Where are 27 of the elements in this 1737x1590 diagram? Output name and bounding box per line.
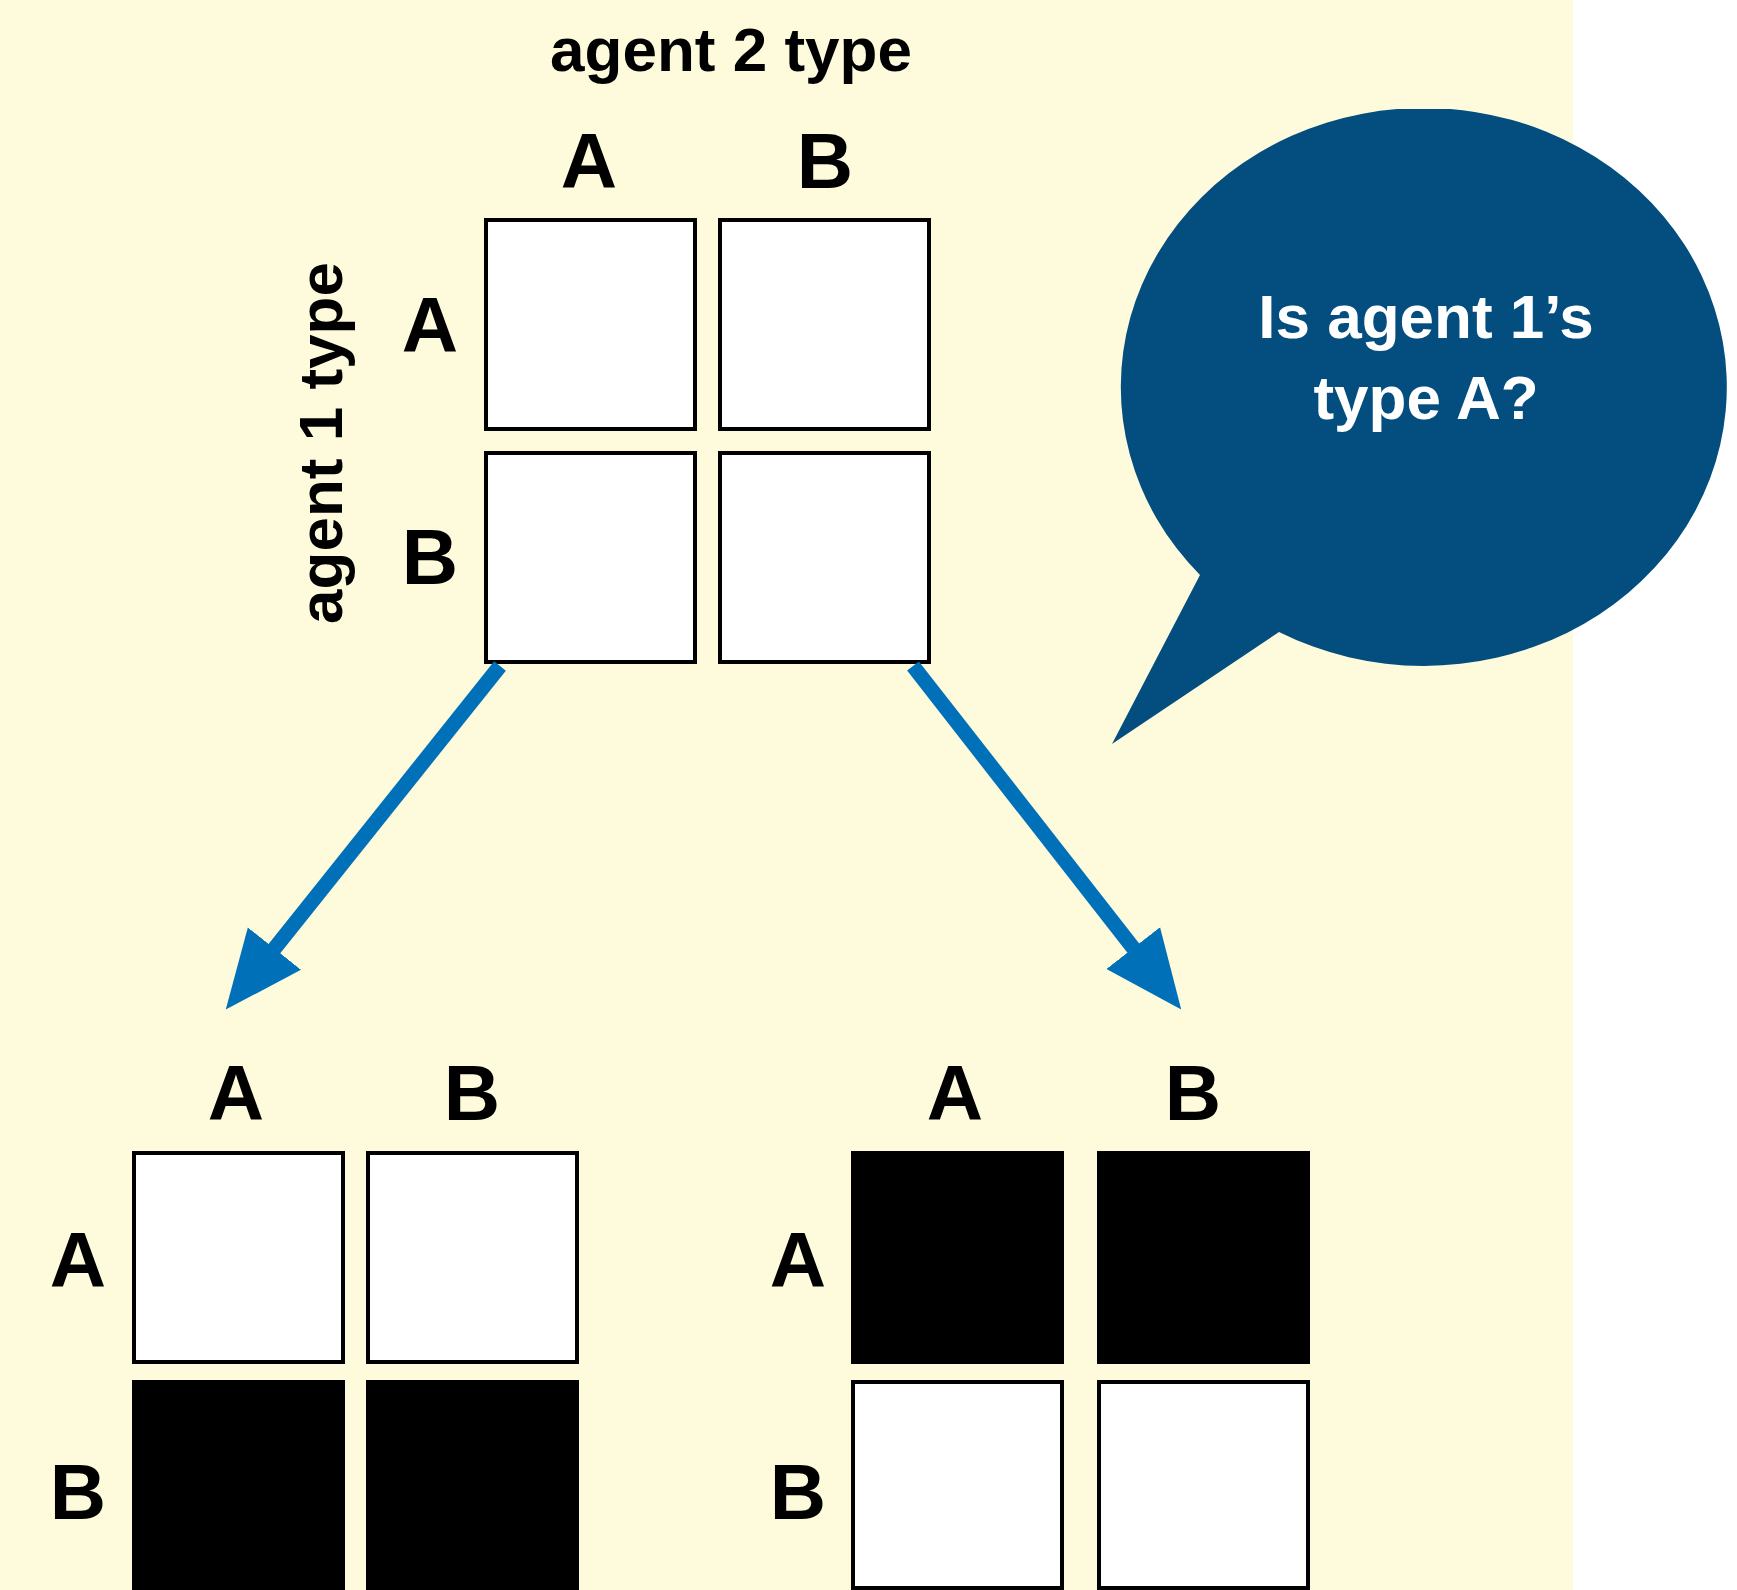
column-label: A — [926, 1054, 984, 1132]
bubble-text: Is agent 1’s type A? — [1257, 281, 1595, 434]
column-label: B — [796, 122, 854, 200]
filled-cell — [366, 1380, 579, 1590]
row-label: B — [769, 1453, 827, 1531]
empty-cell — [1097, 1380, 1310, 1590]
empty-cell — [484, 218, 697, 431]
row-label: A — [769, 1221, 827, 1299]
row-label: A — [49, 1221, 107, 1299]
filled-cell — [1097, 1151, 1310, 1364]
row-label: A — [401, 286, 459, 364]
filled-cell — [851, 1151, 1064, 1364]
empty-cell — [851, 1380, 1064, 1590]
empty-cell — [718, 451, 931, 664]
empty-cell — [484, 451, 697, 664]
empty-cell — [366, 1151, 579, 1364]
column-label: B — [1164, 1054, 1222, 1132]
arrow — [225, 661, 506, 1010]
filled-cell — [132, 1380, 345, 1590]
column-label: A — [560, 122, 618, 200]
row-label: B — [401, 518, 459, 596]
column-label: A — [207, 1054, 265, 1132]
empty-cell — [132, 1151, 345, 1364]
arrow — [907, 661, 1182, 1010]
column-label: B — [443, 1054, 501, 1132]
row-label: B — [49, 1453, 107, 1531]
empty-cell — [718, 218, 931, 431]
